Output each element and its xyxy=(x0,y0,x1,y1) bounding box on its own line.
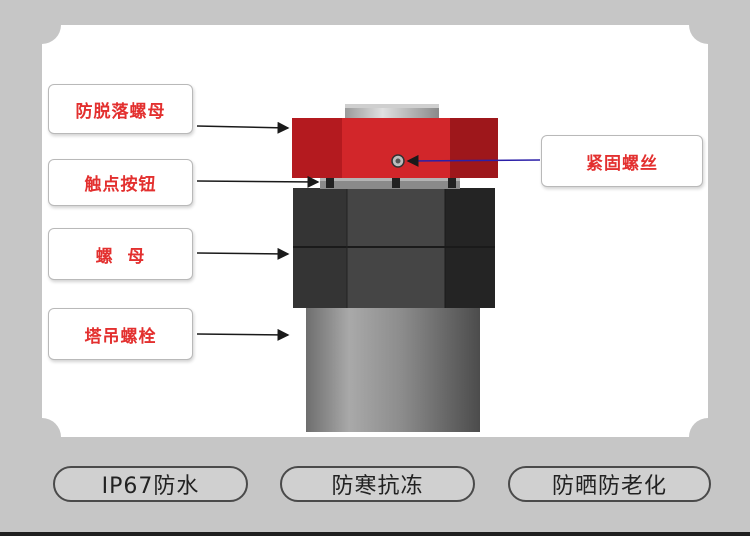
panel-corner-notch xyxy=(689,6,727,44)
arrow-tower-bolt xyxy=(196,328,290,341)
label-set-screw: 紧固螺丝 xyxy=(541,135,703,187)
nut-body xyxy=(293,188,495,308)
feature-pill-cold-resistant: 防寒抗冻 xyxy=(280,466,475,502)
feature-waterproof-text: IP67防水 xyxy=(101,474,200,499)
feature-uv-resistant-text: 防晒防老化 xyxy=(551,474,667,499)
feature-pill-waterproof: IP67防水 xyxy=(53,466,248,502)
bolt-shaft xyxy=(306,306,480,432)
arrow-set-screw xyxy=(406,154,541,167)
panel-corner-notch xyxy=(689,418,727,456)
arrow-contact-button xyxy=(196,175,320,188)
label-tower-bolt-text: 塔吊螺栓 xyxy=(84,326,157,347)
feature-cold-resistant-text: 防寒抗冻 xyxy=(331,474,424,499)
contact-button-ring xyxy=(320,176,460,189)
anti-drop-cap xyxy=(292,104,498,178)
label-anti-drop-nut-text: 防脱落螺母 xyxy=(75,101,166,122)
arrow-anti-drop-nut xyxy=(196,121,290,134)
label-nut: 螺 母 xyxy=(48,228,193,280)
panel-corner-notch xyxy=(23,6,61,44)
label-nut-text: 螺 母 xyxy=(95,246,146,267)
label-contact-button: 触点按钮 xyxy=(48,159,193,206)
label-set-screw-text: 紧固螺丝 xyxy=(586,153,658,174)
label-anti-drop-nut: 防脱落螺母 xyxy=(48,84,193,134)
bottom-border xyxy=(0,532,750,536)
label-contact-button-text: 触点按钮 xyxy=(84,175,157,195)
label-tower-bolt: 塔吊螺栓 xyxy=(48,308,193,360)
arrow-nut xyxy=(196,247,290,260)
feature-pill-uv-resistant: 防晒防老化 xyxy=(508,466,711,502)
panel-corner-notch xyxy=(23,418,61,456)
